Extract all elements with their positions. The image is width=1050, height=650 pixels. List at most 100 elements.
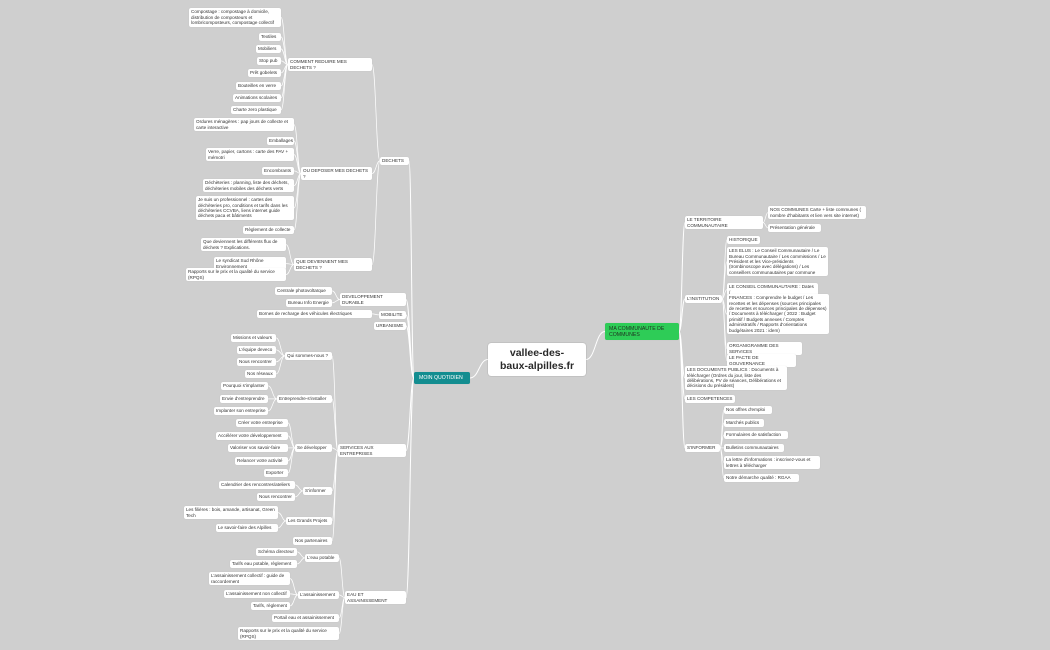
emballages-node[interactable]: Emballages: [267, 137, 294, 145]
envie-entreprendre-node[interactable]: Envie d'entreprendre: [220, 395, 268, 403]
encombrants-node[interactable]: Encombrants: [262, 167, 294, 175]
ma-communaute-node[interactable]: MA COMMUNAUTE DE COMMUNES: [605, 323, 679, 340]
rapports-dechets-node[interactable]: Rapports sur le prix et la qualité du se…: [186, 268, 286, 282]
implanter-entreprise-node[interactable]: Implanter son entreprise: [214, 407, 268, 415]
valoriser-node[interactable]: Valoriser vos savoir-faire: [228, 444, 288, 452]
demarche-qualite-node[interactable]: Notre démarche qualité : RGAA: [724, 474, 799, 482]
accelerer-node[interactable]: Accélérer votre développement: [216, 432, 288, 440]
lettre-info-node[interactable]: La lettre d'informations : inscrivez-vou…: [724, 456, 820, 470]
les-elus-node[interactable]: LES ELUS : Le Conseil Communautaire / Le…: [727, 247, 828, 277]
services-entreprises-node[interactable]: SERVICES AUX ENTREPRISES: [338, 444, 406, 458]
connector-line: [678, 222, 686, 332]
connector-line: [275, 355, 286, 375]
s-informer-node[interactable]: S'INFORMER: [685, 444, 720, 452]
qui-sommes-nous-node[interactable]: Qui sommes-nous ?: [285, 352, 332, 360]
connector-line: [469, 359, 489, 379]
grands-projets-node[interactable]: Les Grands Projets: [286, 517, 332, 525]
creer-entreprise-node[interactable]: Créer votre entreprise: [236, 419, 288, 427]
pourquoi-implanter-node[interactable]: Pourquoi s'implanter: [221, 382, 268, 390]
stop-pub-node[interactable]: Stop pub: [257, 57, 281, 65]
mobilite-node[interactable]: MOBILITE: [379, 311, 406, 319]
connector-line: [287, 447, 296, 474]
marches-publics-node[interactable]: Marchés publics: [724, 419, 764, 427]
mobiliers-node[interactable]: Mobiliers: [256, 45, 281, 53]
connector-line: [277, 512, 287, 522]
connector-line: [721, 298, 728, 315]
bulletins-node[interactable]: Bulletins communautaires: [724, 444, 784, 452]
savoir-faire-node[interactable]: Le savoir-faire des Alpilles: [216, 524, 278, 532]
nos-reseaux-node[interactable]: Nos réseaux: [245, 370, 276, 378]
historique-node[interactable]: HISTORIQUE: [727, 236, 760, 244]
assainissement-node[interactable]: L'assainissement: [298, 591, 339, 599]
je-suis-pro-node[interactable]: Je suis un professionnel : cartes des dé…: [196, 196, 294, 220]
connector-line: [371, 64, 381, 162]
nous-rencontrer-1-node[interactable]: Nous rencontrer: [237, 358, 276, 366]
bouteilles-verre-node[interactable]: Bouteilles en verre: [236, 82, 281, 90]
compostage-node[interactable]: Compostage : compostage à domicile, dist…: [189, 8, 281, 27]
eau-assainissement-node[interactable]: EAU ET ASSAINISSEMENT: [345, 591, 406, 605]
offres-emploi-node[interactable]: Nos offres d'emploi: [724, 406, 772, 414]
comment-reduire-node[interactable]: COMMENT REDUIRE MES DECHETS ?: [288, 58, 372, 72]
competences-node[interactable]: LES COMPETENCES: [685, 395, 735, 403]
charte-zero-plastique-node[interactable]: Charte zero plastique: [231, 106, 281, 114]
eau-potable-node[interactable]: L'eau potable: [305, 554, 339, 562]
connector-line: [719, 447, 725, 479]
missions-valeurs-node[interactable]: Missions et valeurs: [231, 334, 276, 342]
filieres-node[interactable]: Les filières : bois, amande, artisanat, …: [184, 506, 278, 520]
assainissement-non-collectif-node[interactable]: L'assainissement non collectif: [224, 590, 290, 598]
presentation-generale-node[interactable]: Présentation générale: [768, 224, 821, 232]
equipe-deveco-node[interactable]: L'équipe deveco: [237, 346, 276, 354]
dechets-node[interactable]: DECHETS: [380, 157, 409, 165]
rapports-eau-node[interactable]: Rapports sur le prix et la qualité du se…: [238, 627, 339, 641]
entreprendre-node[interactable]: Entreprendre-s'installer: [277, 395, 332, 403]
institution-node[interactable]: L'INSTITUTION: [685, 295, 722, 303]
moin-quotidien-node[interactable]: MOIN QUOTIDIEN: [414, 372, 470, 384]
connector-line: [280, 16, 289, 65]
organigramme-node[interactable]: ORGANIGRAMME DES SERVICES: [727, 342, 802, 356]
ordures-menageres-node[interactable]: Ordures ménagères : pap jours de collect…: [194, 118, 294, 132]
assainissement-collectif-node[interactable]: L'assainissement collectif : guide de ra…: [209, 572, 290, 586]
territoire-node[interactable]: LE TERRITOIRE COMMUNAUTAIRE: [685, 216, 763, 230]
ou-deposer-node[interactable]: OU DEPOSER MES DECHETS ?: [301, 167, 372, 181]
connector-line: [721, 261, 728, 300]
dev-durable-node[interactable]: DEVELOPPEMENT DURABLE: [340, 293, 406, 307]
bornes-recharge-node[interactable]: Bornes de recharge des véhicules électri…: [257, 310, 372, 318]
schema-directeur-node[interactable]: Schéma directeur: [256, 548, 297, 556]
que-deviennent-node[interactable]: QUE DEVIENNENT MES DECHETS ?: [294, 258, 372, 272]
verre-papier-node[interactable]: Verre, papier, cartons : carte des PAV +…: [206, 148, 294, 162]
pret-gobelets-node[interactable]: Prêt gobelets: [248, 69, 281, 77]
urbanisme-node[interactable]: URBANISME: [374, 322, 406, 330]
textiles-node[interactable]: Textiles: [259, 33, 281, 41]
tarifs-eau-node[interactable]: Tarifs eau potable, règlement: [230, 560, 297, 568]
connector-line: [296, 557, 306, 565]
conseil-dates-node[interactable]: LE CONSEIL COMMUNAUTAIRE : Dates /: [727, 283, 818, 297]
calendrier-node[interactable]: Calendrier des rencontres/ateliers: [219, 481, 295, 489]
pacte-node[interactable]: LE PACTE DE GOUVERNANCE: [727, 354, 796, 368]
root-node[interactable]: vallee-des-baux-alpilles.fr: [488, 343, 586, 376]
connector-line: [289, 594, 299, 607]
nous-rencontrer-2-node[interactable]: Nous rencontrer: [257, 493, 295, 501]
connector-line: [294, 490, 304, 498]
decheteries-node[interactable]: Déchèteries : planning, liste des déchet…: [203, 179, 294, 193]
portail-eau-node[interactable]: Portail eau et assainissement: [272, 614, 339, 622]
tarifs-reglement-node[interactable]: Tarifs, règlement: [251, 602, 290, 610]
reglement-collecte-node[interactable]: Règlement de collecte: [243, 226, 294, 234]
formulaires-node[interactable]: Formulaires de satisfaction: [724, 431, 788, 439]
nos-communes-node[interactable]: NOS COMMUNES Carte + liste communes ( no…: [768, 206, 866, 220]
animations-scolaires-node[interactable]: Animations scolaires: [233, 94, 281, 102]
centrale-photo-node[interactable]: Centrale photovoltaïque: [275, 287, 332, 295]
connector-line: [405, 325, 415, 379]
se-developper-node[interactable]: Se développer: [295, 444, 332, 452]
bureau-info-energie-node[interactable]: Bureau Info Energie: [286, 299, 332, 307]
documents-publics-node[interactable]: LES DOCUMENTS PUBLICS : Documents à télé…: [685, 366, 787, 390]
finances-node[interactable]: FINANCES : Comprendre le budget / Les re…: [727, 294, 829, 335]
syndicat-node[interactable]: Le syndicat Sud Rhône Environnement: [214, 257, 286, 271]
relancer-node[interactable]: Relancer votre activité: [235, 457, 288, 465]
connector-line: [408, 160, 415, 379]
nos-partenaires-node[interactable]: Nos partenaires: [293, 537, 332, 545]
s-informer-ent-node[interactable]: S'informer: [303, 487, 332, 495]
connector-line: [331, 290, 341, 300]
exporter-node[interactable]: Exporter: [264, 469, 288, 477]
que-deviennent-flux-node[interactable]: Que deviennent les différents flux de dé…: [201, 238, 286, 252]
connector-line: [331, 355, 339, 451]
